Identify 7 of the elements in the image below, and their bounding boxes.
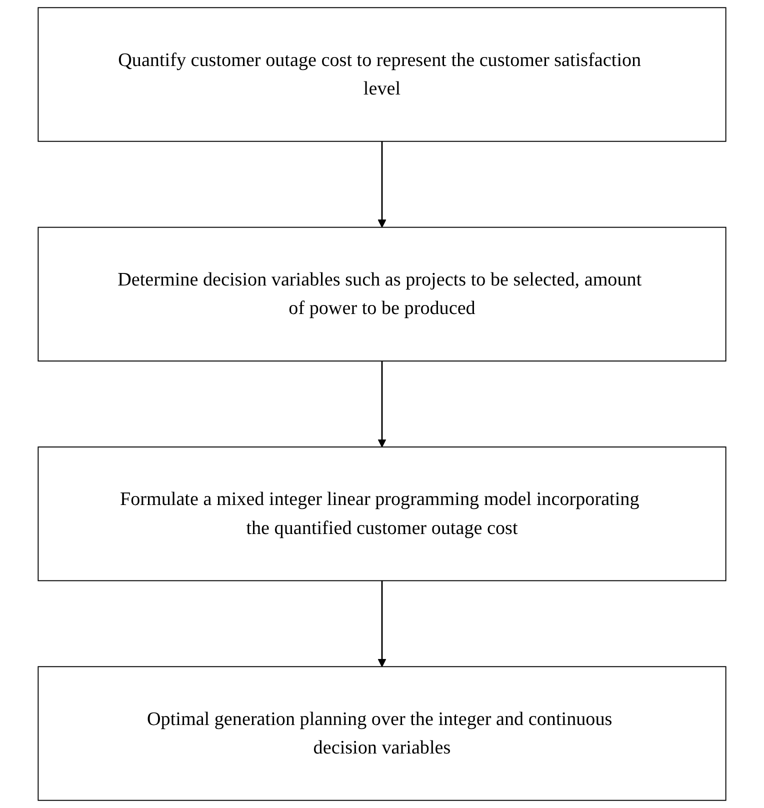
node-box: Determine decision variables such as projects to be selected, amount of power to be produced [38,226,726,362]
node-box: Optimal generation planning over the integer and continuous decision variables [38,666,726,801]
arrow [378,141,386,228]
arrow [378,580,386,668]
node-box: Quantify customer outage cost to represent the customer satisfaction level [38,7,726,142]
arrow [378,361,386,448]
node-box: Formulate a mixed integer linear programming model incorporating the quantified customer outage cost [38,446,726,582]
